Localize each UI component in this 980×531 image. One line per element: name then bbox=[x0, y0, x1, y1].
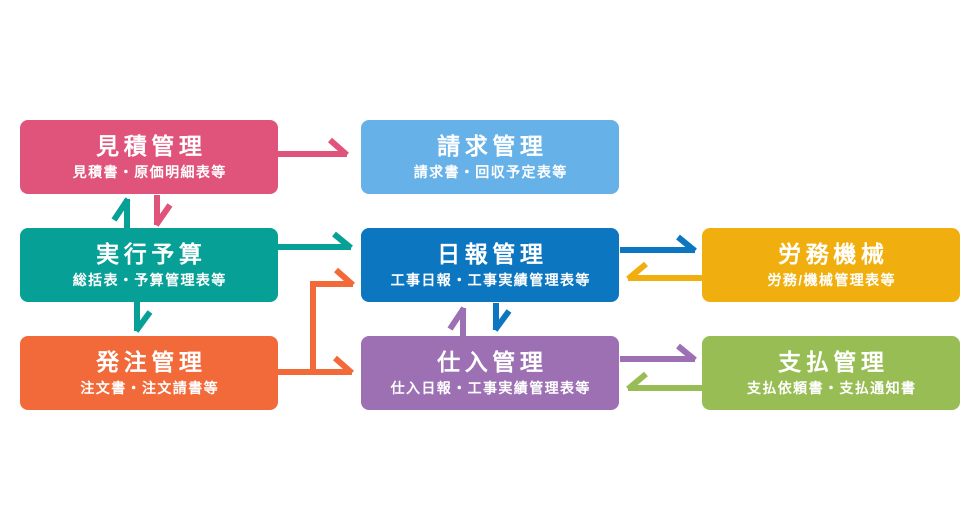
box-budget-title: 実行予算 bbox=[96, 241, 207, 267]
box-payment-subtitle: 支払依頼書・支払通知書 bbox=[746, 380, 917, 396]
box-purchase-title: 仕入管理 bbox=[437, 349, 548, 375]
box-payment: 支払管理 支払依頼書・支払通知書 bbox=[702, 336, 960, 410]
box-purchase-subtitle: 仕入日報・工事実績管理表等 bbox=[390, 380, 591, 396]
arrow-ordering-to-purchase bbox=[278, 355, 354, 376]
box-ordering-title: 発注管理 bbox=[96, 349, 207, 375]
box-labor-machine: 労務機械 労務/機械管理表等 bbox=[702, 228, 960, 302]
box-estimate: 見積管理 見積書・原価明細表等 bbox=[20, 120, 278, 194]
arrow-labor-machine-to-daily-report bbox=[626, 261, 703, 282]
box-labor-machine-title: 労務機械 bbox=[778, 241, 889, 267]
box-budget: 実行予算 総括表・予算管理表等 bbox=[20, 228, 278, 302]
arrow-ordering-to-daily-report bbox=[310, 267, 355, 375]
arrow-daily-report-to-labor-machine bbox=[620, 234, 697, 254]
box-daily-report-subtitle: 工事日報・工事実績管理表等 bbox=[390, 272, 591, 288]
box-estimate-title: 見積管理 bbox=[96, 133, 207, 159]
box-ordering-subtitle: 注文書・注文請書等 bbox=[80, 380, 219, 396]
box-payment-title: 支払管理 bbox=[778, 349, 889, 375]
arrow-daily-report-to-purchase bbox=[492, 303, 512, 332]
arrow-budget-to-ordering bbox=[133, 302, 153, 333]
box-billing: 請求管理 請求書・回収予定表等 bbox=[361, 120, 619, 194]
box-labor-machine-subtitle: 労務/機械管理表等 bbox=[767, 272, 896, 288]
arrow-purchase-to-payment bbox=[620, 343, 697, 363]
arrow-estimate-to-budget bbox=[153, 195, 173, 227]
arrow-estimate-to-billing bbox=[278, 137, 349, 158]
box-estimate-subtitle: 見積書・原価明細表等 bbox=[72, 164, 227, 180]
arrow-budget-to-estimate bbox=[111, 197, 131, 228]
box-billing-title: 請求管理 bbox=[437, 133, 548, 159]
arrow-budget-to-daily-report bbox=[278, 231, 353, 251]
arrow-payment-to-purchase bbox=[626, 371, 702, 392]
box-budget-subtitle: 総括表・予算管理表等 bbox=[72, 272, 227, 288]
box-billing-subtitle: 請求書・回収予定表等 bbox=[413, 164, 568, 180]
box-purchase: 仕入管理 仕入日報・工事実績管理表等 bbox=[361, 336, 619, 410]
arrow-purchase-to-daily-report bbox=[447, 306, 467, 336]
box-daily-report: 日報管理 工事日報・工事実績管理表等 bbox=[361, 228, 619, 302]
box-daily-report-title: 日報管理 bbox=[437, 241, 548, 267]
box-ordering: 発注管理 注文書・注文請書等 bbox=[20, 336, 278, 410]
